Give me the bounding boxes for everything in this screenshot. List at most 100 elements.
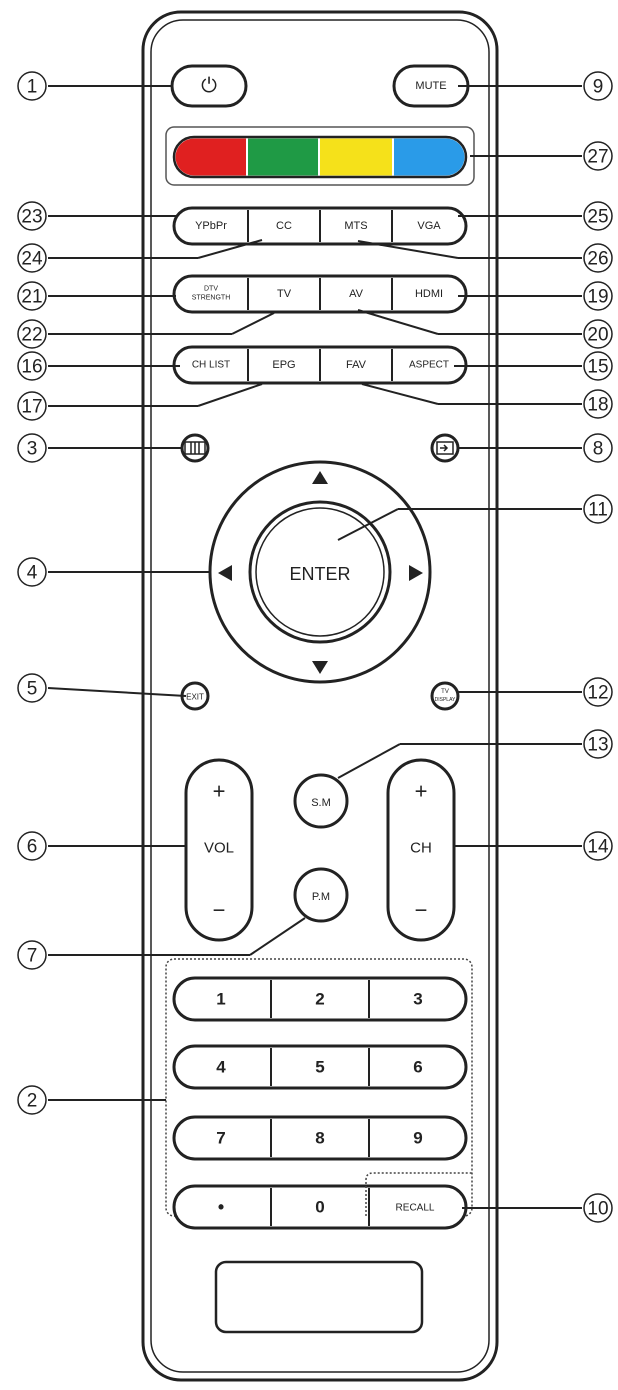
callout-12: 12 — [583, 677, 613, 707]
tv-display-button[interactable]: TV DISPLAY — [430, 681, 460, 711]
keypad-row-2-shell — [172, 1044, 468, 1090]
key-4[interactable]: 4 — [216, 1058, 226, 1077]
svg-text:15: 15 — [587, 357, 608, 378]
svg-text:2: 2 — [27, 1091, 38, 1112]
key-6[interactable]: 6 — [413, 1058, 422, 1077]
function-row-1: YPbPr CC MTS VGA — [172, 206, 468, 246]
callout-13: 13 — [583, 729, 613, 759]
volume-down-label: − — [213, 898, 226, 923]
sound-mode-label: S.M — [311, 797, 331, 809]
svg-text:24: 24 — [21, 249, 43, 270]
tv-button[interactable]: TV — [277, 288, 292, 300]
sound-mode-button[interactable]: S.M — [293, 773, 349, 829]
enter-button-inner — [255, 507, 385, 637]
recall-frame-bump — [365, 1172, 472, 1216]
svg-text:18: 18 — [587, 395, 608, 416]
callout-lines — [47, 85, 582, 1209]
strength-label: STRENGTH — [192, 295, 231, 302]
mute-button[interactable]: MUTE — [392, 64, 470, 108]
svg-text:4: 4 — [27, 563, 38, 584]
svg-text:12: 12 — [587, 683, 608, 704]
picture-mode-button-shell — [293, 867, 349, 923]
svg-text:8: 8 — [593, 439, 604, 460]
hdmi-button[interactable]: HDMI — [415, 288, 443, 300]
enter-button[interactable]: ENTER — [248, 500, 392, 644]
up-arrow-icon[interactable] — [312, 471, 328, 484]
power-button[interactable]: ⏻ — [170, 64, 248, 108]
svg-text:3: 3 — [27, 439, 38, 460]
callout-10: 10 — [583, 1193, 613, 1223]
svg-text:22: 22 — [21, 325, 42, 346]
keypad-row-2: 4 5 6 — [172, 1044, 468, 1090]
svg-text:13: 13 — [587, 735, 608, 756]
callout-8: 8 — [583, 433, 613, 463]
callout-9: 9 — [583, 71, 613, 101]
svg-text:5: 5 — [27, 679, 38, 700]
aspect-button[interactable]: ASPECT — [409, 360, 449, 371]
color-key-red[interactable] — [175, 138, 247, 176]
color-key-blue[interactable] — [394, 138, 465, 176]
cc-button[interactable]: CC — [276, 220, 292, 232]
key-7[interactable]: 7 — [216, 1129, 225, 1148]
input-source-button[interactable] — [430, 433, 460, 463]
callout-1: 1 — [17, 71, 47, 101]
fav-button[interactable]: FAV — [346, 359, 367, 371]
color-key-yellow[interactable] — [320, 138, 392, 176]
right-arrow-icon[interactable] — [409, 565, 423, 581]
power-icon: ⏻ — [201, 75, 217, 97]
channel-up-label: + — [415, 779, 428, 804]
callout-17: 17 — [17, 391, 47, 421]
volume-rocker[interactable]: + VOL − — [184, 758, 254, 942]
dot-key[interactable]: • — [218, 1197, 224, 1217]
left-arrow-icon[interactable] — [218, 565, 232, 581]
callout-5: 5 — [17, 673, 47, 703]
svg-text:7: 7 — [27, 946, 38, 967]
key-0[interactable]: 0 — [315, 1198, 324, 1217]
color-key-green[interactable] — [248, 138, 318, 176]
svg-text:10: 10 — [587, 1199, 608, 1220]
mts-button[interactable]: MTS — [344, 220, 367, 232]
key-3[interactable]: 3 — [413, 990, 422, 1009]
key-8[interactable]: 8 — [315, 1129, 324, 1148]
key-1[interactable]: 1 — [216, 990, 225, 1009]
epg-button[interactable]: EPG — [272, 359, 295, 371]
picture-mode-button[interactable]: P.M — [293, 867, 349, 923]
channel-rocker[interactable]: + CH − — [386, 758, 456, 942]
ypbpr-button[interactable]: YPbPr — [195, 220, 227, 232]
svg-text:14: 14 — [587, 837, 609, 858]
function-row-3: CH LIST EPG FAV ASPECT — [172, 345, 468, 385]
ch-list-button[interactable]: CH LIST — [192, 360, 230, 371]
mute-label: MUTE — [415, 80, 446, 92]
keypad-row-1-shell — [172, 976, 468, 1022]
av-button[interactable]: AV — [349, 288, 364, 300]
key-2[interactable]: 2 — [315, 990, 324, 1009]
keypad-row-1: 1 2 3 — [172, 976, 468, 1022]
callout-6: 6 — [17, 831, 47, 861]
recall-button[interactable]: RECALL — [396, 1203, 435, 1214]
svg-text:17: 17 — [21, 397, 42, 418]
vga-button[interactable]: VGA — [417, 220, 441, 232]
svg-text:23: 23 — [21, 207, 42, 228]
svg-text:19: 19 — [587, 287, 608, 308]
key-9[interactable]: 9 — [413, 1129, 422, 1148]
dtv-strength-button[interactable]: DTV STRENGTH — [192, 286, 231, 302]
svg-text:27: 27 — [587, 147, 608, 168]
enter-button-outer — [248, 500, 392, 644]
callout-25: 25 — [583, 201, 613, 231]
menu-button[interactable] — [180, 433, 210, 463]
callout-20: 20 — [583, 319, 613, 349]
callout-14: 14 — [583, 831, 613, 861]
callout-22: 22 — [17, 319, 47, 349]
navigation-pad: ENTER — [208, 460, 432, 684]
down-arrow-icon[interactable] — [312, 661, 328, 674]
svg-text:25: 25 — [587, 207, 608, 228]
channel-down-label: − — [415, 898, 428, 923]
callout-7: 7 — [17, 940, 47, 970]
tv-display-label-2: DISPLAY — [435, 697, 456, 703]
key-5[interactable]: 5 — [315, 1058, 324, 1077]
color-keys — [172, 135, 468, 179]
svg-text:26: 26 — [587, 249, 608, 270]
callout-15: 15 — [583, 351, 613, 381]
input-source-icon — [436, 441, 454, 455]
